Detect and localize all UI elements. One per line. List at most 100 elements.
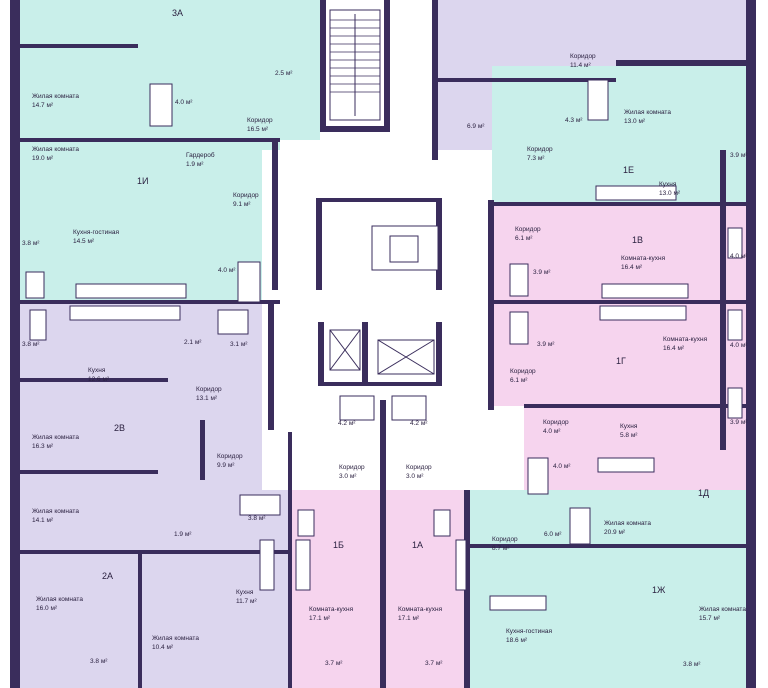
- room-area: 16.3 м²: [32, 443, 54, 450]
- room-area: 18.6 м²: [506, 637, 528, 644]
- room-name: Жилая комната: [32, 508, 79, 515]
- apartment-label-1i: 1И: [137, 176, 148, 186]
- room-name: Кухня-гостиная: [73, 229, 119, 236]
- room-name: Жилая комната: [699, 606, 746, 613]
- apartment-label-2a: 2А: [102, 571, 113, 581]
- room-area: 4.0 м²: [730, 342, 748, 349]
- apartment-label-3a: 3A: [172, 8, 183, 18]
- room-area: 3.8 м²: [248, 515, 266, 522]
- room-area: 16.5 м²: [247, 126, 269, 133]
- room-name: Коридор: [217, 453, 243, 460]
- room-area: 3.7 м²: [425, 660, 443, 667]
- room-name: Коридор: [543, 419, 569, 426]
- bathroom-fixtures: [25, 79, 743, 545]
- room-area: 10.4 м²: [152, 644, 174, 651]
- room-area: 14.5 м²: [73, 238, 95, 245]
- room-name: Жилая комната: [624, 109, 671, 116]
- room-name: Коридор: [233, 192, 259, 199]
- room-area: 3.9 м²: [730, 419, 748, 426]
- room-area: 14.7 м²: [32, 102, 54, 109]
- room-area: 4.0 м²: [218, 267, 236, 274]
- room-name: Кухня: [88, 367, 106, 374]
- room-area: 4.2 м²: [338, 420, 356, 427]
- room-area: 3.8 м²: [90, 658, 108, 665]
- room-area: 9.9 м²: [217, 462, 235, 469]
- room-name: Кухня: [236, 589, 254, 596]
- room-area: 3.8 м²: [22, 240, 40, 247]
- room-area: 3.9 м²: [730, 152, 748, 159]
- room-area: 1.9 м²: [186, 161, 204, 168]
- apartment-label-1zh: 1Ж: [652, 585, 666, 595]
- apartment-label-1b: 1Б: [333, 540, 344, 550]
- apartment-1i[interactable]: [18, 140, 280, 302]
- room-area: 3.1 м²: [230, 341, 248, 348]
- room-area: 13.0 м²: [659, 190, 681, 197]
- room-area: 20.9 м²: [604, 529, 626, 536]
- room-area: 16.4 м²: [663, 345, 685, 352]
- room-area: 15.7 м²: [699, 615, 721, 622]
- room-area: 1.9 м²: [174, 531, 192, 538]
- room-name: Комната-кухня: [663, 336, 708, 343]
- room-area: 3.0 м²: [339, 473, 357, 480]
- room-name: Коридор: [196, 386, 222, 393]
- room-area: 4.0 м²: [553, 463, 571, 470]
- room-name: Жилая комната: [32, 93, 79, 100]
- room-area: 3.8 м²: [683, 661, 701, 668]
- room-area: 5.8 м²: [620, 432, 638, 439]
- room-area: 13.0 м²: [624, 118, 646, 125]
- apartment-label-1v: 1В: [632, 235, 643, 245]
- room-name: Жилая комната: [604, 520, 651, 527]
- room-name: Коридор: [510, 368, 536, 375]
- apartment-1e[interactable]: [492, 66, 750, 206]
- room-area: 16.4 м²: [621, 264, 643, 271]
- room-name: Жилая комната: [36, 596, 83, 603]
- apartment-1zh[interactable]: [468, 490, 750, 688]
- room-area: 6.1 м²: [515, 235, 533, 242]
- room-name: Комната-кухня: [398, 606, 443, 613]
- room-area: 4.2 м²: [410, 420, 428, 427]
- room-area: 4.3 м²: [565, 117, 583, 124]
- room-area: 3.7 м²: [325, 660, 343, 667]
- room-area: 3.9 м²: [533, 269, 551, 276]
- room-area: 8.7 м²: [492, 545, 510, 552]
- room-name: Коридор: [527, 146, 553, 153]
- room-area: 11.7 м²: [236, 598, 257, 605]
- room-area: 11.4 м²: [570, 62, 591, 69]
- apartment-1a[interactable]: [386, 490, 468, 688]
- room-area: 9.1 м²: [233, 201, 251, 208]
- room-area: 17.1 м²: [398, 615, 420, 622]
- room-area: 13.1 м²: [196, 395, 218, 402]
- room-name: Кухня-гостиная: [506, 628, 552, 635]
- staircase: [329, 9, 381, 121]
- elevator-block: [329, 225, 439, 375]
- apartment-label-1a: 1А: [412, 540, 423, 550]
- room-name: Коридор: [247, 117, 273, 124]
- apartment-label-2v: 2В: [114, 423, 125, 433]
- room-area: 3.9 м²: [537, 341, 555, 348]
- room-area: 2.5 м²: [275, 70, 293, 77]
- room-area: 4.0 м²: [543, 428, 561, 435]
- room-area: 4.0 м²: [730, 253, 748, 260]
- room-name: Комната-кухня: [309, 606, 354, 613]
- room-area: 12.6 м²: [88, 376, 110, 383]
- apartment-label-1g: 1Г: [616, 356, 626, 366]
- room-name: Жилая комната: [32, 434, 79, 441]
- room-area: 6.1 м²: [510, 377, 528, 384]
- room-name: Кухня: [659, 181, 677, 188]
- room-name: Жилая комната: [32, 146, 79, 153]
- room-area: 6.0 м²: [544, 531, 562, 538]
- room-area: 16.0 м²: [36, 605, 58, 612]
- room-area: 7.3 м²: [527, 155, 545, 162]
- room-area: 14.1 м²: [32, 517, 54, 524]
- apartment-3a[interactable]: [18, 0, 320, 140]
- room-name: Коридор: [515, 226, 541, 233]
- room-name: Коридор: [406, 464, 432, 471]
- room-area: 6.9 м²: [467, 123, 485, 130]
- room-name: Гардероб: [186, 151, 215, 159]
- room-name: Комната-кухня: [621, 255, 666, 262]
- walls: [10, 0, 756, 688]
- kitchen-counters: [69, 185, 689, 611]
- room-area: 17.1 м²: [309, 615, 331, 622]
- room-name: Коридор: [492, 536, 518, 543]
- room-name: Кухня: [620, 423, 638, 430]
